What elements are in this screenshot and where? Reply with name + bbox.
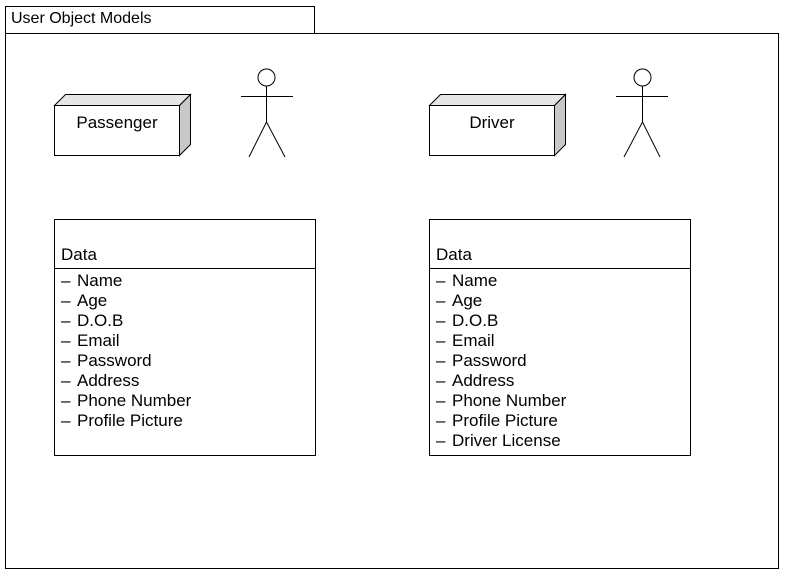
package-tab xyxy=(5,6,315,34)
attribute-name: Profile Picture xyxy=(452,411,558,430)
attribute-name: Email xyxy=(452,331,495,350)
attribute-prefix: – xyxy=(436,331,446,350)
driver-node-side xyxy=(554,93,566,157)
package-title: User Object Models xyxy=(11,10,152,27)
passenger-data-box xyxy=(54,219,316,456)
driver-node-label: Driver xyxy=(469,113,515,132)
passenger-attribute-list: –Name –Age –D.O.B –Email –Password –Addr… xyxy=(61,271,191,431)
attribute-item: –Driver License xyxy=(436,431,566,451)
passenger-node-top xyxy=(53,94,192,106)
attribute-prefix: – xyxy=(61,351,71,370)
attribute-prefix: – xyxy=(61,311,71,330)
attribute-name: Phone Number xyxy=(77,391,192,410)
attribute-name: Name xyxy=(77,271,123,290)
attribute-item: –Phone Number xyxy=(61,391,191,411)
attribute-item: –Phone Number xyxy=(436,391,566,411)
driver-data-box xyxy=(429,219,691,456)
driver-data-class xyxy=(429,219,691,456)
attribute-prefix: – xyxy=(61,291,71,310)
passenger-node-side xyxy=(179,93,191,157)
attribute-name: Age xyxy=(452,291,483,310)
attribute-item: –Password xyxy=(61,351,191,371)
attribute-item: –Password xyxy=(436,351,566,371)
attribute-item: –Name xyxy=(436,271,566,291)
driver-node xyxy=(428,93,567,157)
driver-class-header: Data xyxy=(436,245,472,264)
attribute-prefix: – xyxy=(61,391,71,410)
attribute-prefix: – xyxy=(61,411,71,430)
attribute-name: D.O.B xyxy=(452,311,499,330)
attribute-item: –Profile Picture xyxy=(436,411,566,431)
passenger-data-class xyxy=(54,219,316,456)
attribute-item: –Address xyxy=(61,371,191,391)
attribute-prefix: – xyxy=(436,391,446,410)
passenger-actor-icon xyxy=(241,68,293,158)
attribute-name: Email xyxy=(77,331,120,350)
passenger-node xyxy=(53,93,192,157)
passenger-node-front xyxy=(54,105,180,156)
attribute-prefix: – xyxy=(61,271,71,290)
attribute-name: Phone Number xyxy=(452,391,567,410)
attribute-prefix: – xyxy=(61,331,71,350)
attribute-name: D.O.B xyxy=(77,311,124,330)
driver-node-front xyxy=(429,105,555,156)
attribute-item: –Age xyxy=(436,291,566,311)
attribute-name: Address xyxy=(452,371,515,390)
attribute-prefix: – xyxy=(436,351,446,370)
attribute-name: Password xyxy=(452,351,527,370)
attribute-name: Name xyxy=(452,271,498,290)
attribute-item: –Email xyxy=(436,331,566,351)
attribute-name: Driver License xyxy=(452,431,561,450)
attribute-item: –Age xyxy=(61,291,191,311)
attribute-prefix: – xyxy=(61,371,71,390)
passenger-class-header: Data xyxy=(61,245,97,264)
driver-attribute-list: –Name –Age –D.O.B –Email –Password –Addr… xyxy=(436,271,566,451)
attribute-item: –Name xyxy=(61,271,191,291)
attribute-name: Profile Picture xyxy=(77,411,183,430)
attribute-prefix: – xyxy=(436,411,446,430)
passenger-node-label: Passenger xyxy=(76,113,158,132)
attribute-prefix: – xyxy=(436,291,446,310)
attribute-name: Address xyxy=(77,371,140,390)
attribute-name: Password xyxy=(77,351,152,370)
attribute-name: Age xyxy=(77,291,108,310)
attribute-item: –Profile Picture xyxy=(61,411,191,431)
attribute-item: –Address xyxy=(436,371,566,391)
driver-actor-icon xyxy=(616,68,668,158)
driver-node-top xyxy=(428,94,567,106)
attribute-prefix: – xyxy=(436,311,446,330)
attribute-prefix: – xyxy=(436,431,446,450)
attribute-prefix: – xyxy=(436,371,446,390)
attribute-item: –D.O.B xyxy=(61,311,191,331)
attribute-prefix: – xyxy=(436,271,446,290)
attribute-item: –D.O.B xyxy=(436,311,566,331)
attribute-item: –Email xyxy=(61,331,191,351)
